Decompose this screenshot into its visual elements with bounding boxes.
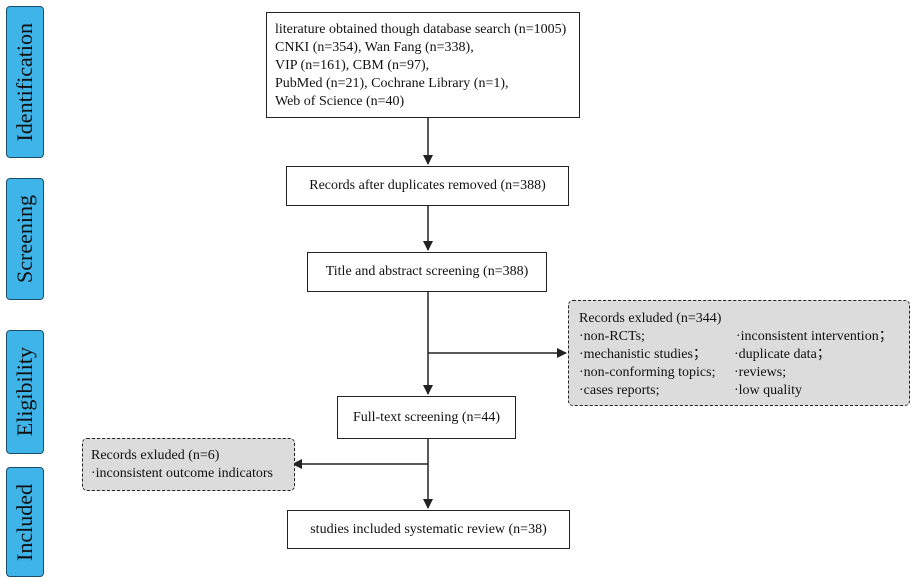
exclusion-reason: ·duplicate data； bbox=[734, 347, 831, 362]
stage-screening: Screening bbox=[6, 178, 44, 300]
search-line: literature obtained though database sear… bbox=[275, 22, 567, 37]
excluded-title: Records exluded (n=344) bbox=[579, 311, 722, 326]
stage-eligibility: Eligibility bbox=[6, 330, 44, 454]
stage-included: Included bbox=[6, 467, 44, 577]
exclusion-reason: ·low quality bbox=[734, 383, 803, 398]
exclusion-reason: ·cases reports; bbox=[579, 383, 660, 398]
excluded-records-box-2: Records exluded (n=6) ·inconsistent outc… bbox=[82, 438, 295, 491]
search-line: CNKI (n=354), Wan Fang (n=338), bbox=[275, 40, 474, 55]
exclusion-reason: ·non-RCTs; bbox=[579, 329, 645, 344]
search-results-box: literature obtained though database sear… bbox=[266, 12, 580, 118]
exclusion-reason: ·inconsistent intervention； bbox=[736, 329, 893, 344]
title-abstract-box: Title and abstract screening (n=388) bbox=[307, 252, 547, 292]
duplicates-removed-box: Records after duplicates removed (n=388) bbox=[286, 166, 569, 206]
search-line: PubMed (n=21), Cochrane Library (n=1), bbox=[275, 76, 509, 91]
included-studies-box: studies included systematic review (n=38… bbox=[287, 510, 570, 549]
search-line: Web of Science (n=40) bbox=[275, 94, 405, 109]
exclusion-reason: ·mechanistic studies； bbox=[579, 347, 707, 362]
exclusion-reason: ·non-conforming topics; bbox=[579, 365, 716, 380]
excluded-records-box-1: Records exluded (n=344) ·non-RCTs; ·mech… bbox=[568, 300, 910, 406]
duplicates-removed-label: Records after duplicates removed (n=388) bbox=[309, 178, 546, 193]
fulltext-screening-box: Full-text screening (n=44) bbox=[337, 396, 516, 439]
search-line: VIP (n=161), CBM (n=97), bbox=[275, 58, 430, 73]
exclusion-reason: ·inconsistent outcome indicators bbox=[91, 466, 273, 481]
fulltext-screening-label: Full-text screening (n=44) bbox=[352, 409, 501, 425]
stage-identification: Identification bbox=[6, 6, 44, 158]
included-studies-label: studies included systematic review (n=38… bbox=[310, 521, 547, 537]
title-abstract-label: Title and abstract screening (n=388) bbox=[325, 264, 529, 279]
excluded-title: Records exluded (n=6) bbox=[91, 448, 220, 463]
exclusion-reason: ·reviews; bbox=[734, 365, 787, 380]
